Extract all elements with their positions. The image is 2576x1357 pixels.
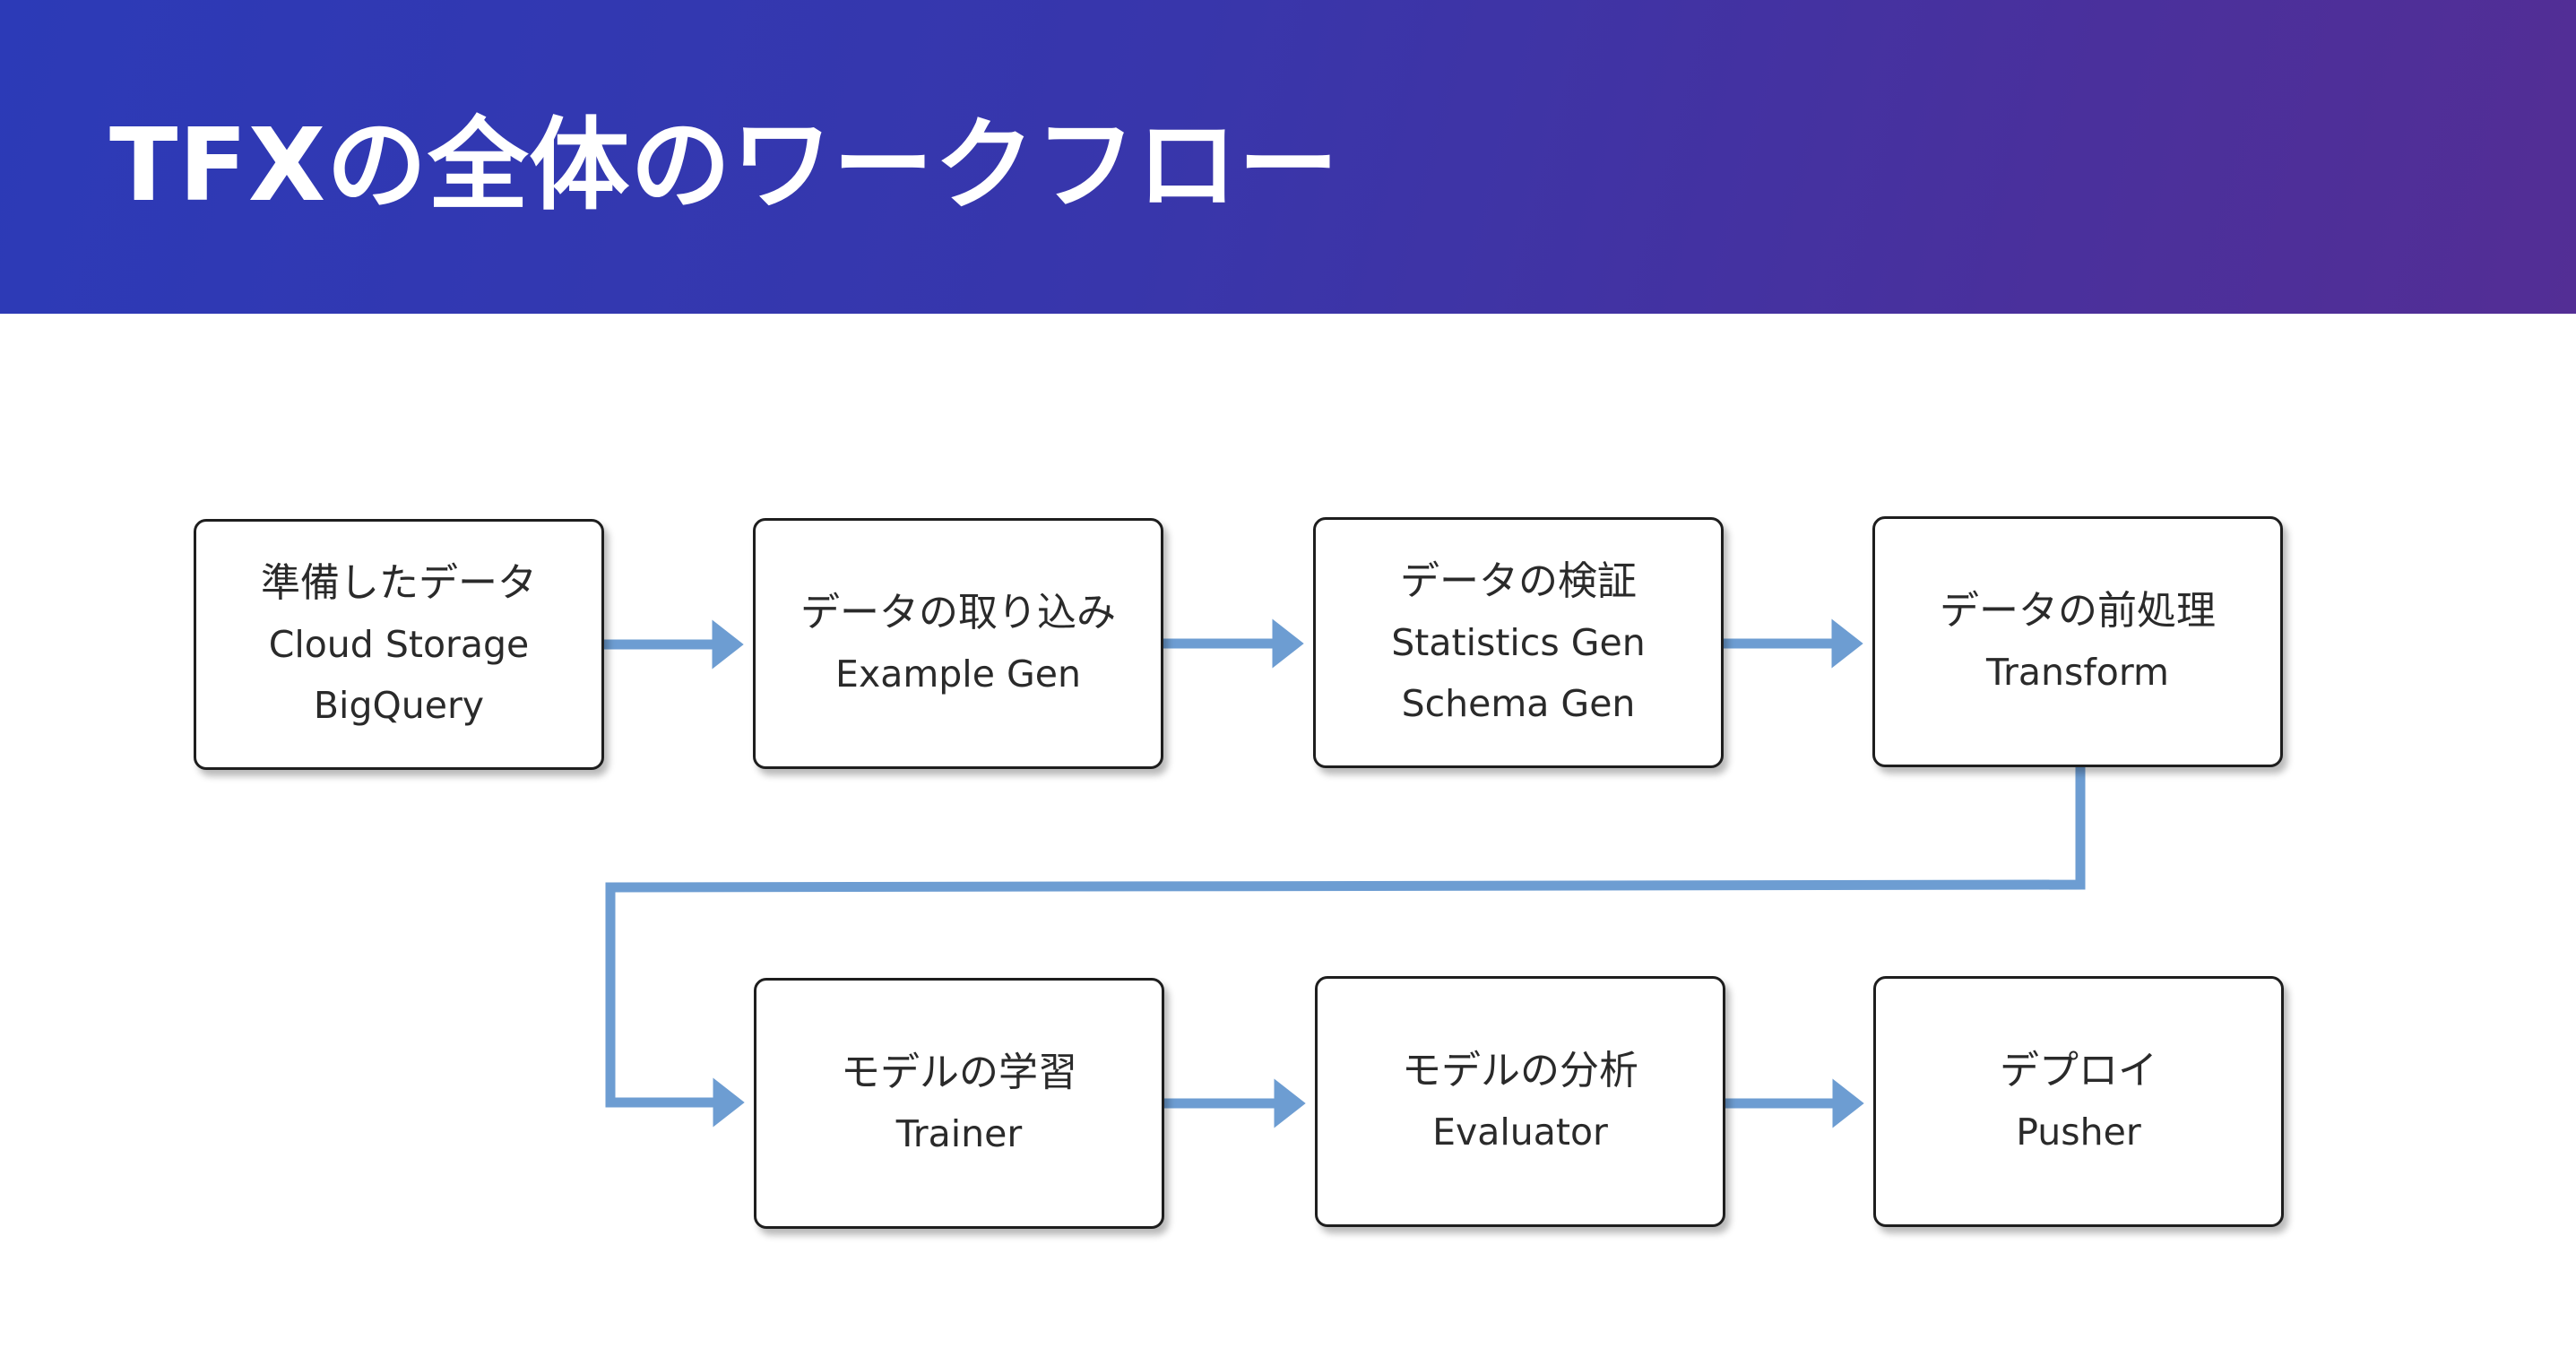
arrow-step4-to-step5 (605, 767, 2086, 1128)
step-component: BigQuery (313, 684, 485, 727)
title-banner: TFXの全体のワークフロー (0, 0, 2576, 314)
step-data-validation: データの検証 Statistics Gen Schema Gen (1313, 517, 1724, 768)
slide-title: TFXの全体のワークフロー (109, 108, 1340, 224)
step-title: データの前処理 (1940, 588, 2216, 634)
step-prepared-data: 準備したデータ Cloud Storage BigQuery (194, 519, 604, 770)
step-component: Transform (1986, 651, 2169, 694)
step-component: Statistics Gen (1391, 621, 1646, 664)
step-data-preprocessing: データの前処理 Transform (1872, 516, 2283, 767)
step-title: デプロイ (2000, 1048, 2157, 1093)
step-component: Evaluator (1432, 1111, 1608, 1154)
step-component: Pusher (2016, 1111, 2141, 1154)
step-model-analysis: モデルの分析 Evaluator (1315, 976, 1725, 1227)
step-component: Schema Gen (1401, 682, 1636, 725)
step-title: 準備したデータ (261, 560, 537, 606)
step-title: モデルの分析 (1402, 1048, 1638, 1093)
step-component: Example Gen (835, 653, 1081, 696)
step-title: データの取り込み (800, 590, 1116, 635)
step-model-training: モデルの学習 Trainer (754, 978, 1164, 1229)
step-component: Cloud Storage (268, 623, 530, 666)
step-title: モデルの学習 (841, 1050, 1077, 1095)
step-title: データの検証 (1400, 558, 1637, 604)
step-deploy: デプロイ Pusher (1873, 976, 2284, 1227)
step-data-ingestion: データの取り込み Example Gen (753, 518, 1163, 769)
step-component: Trainer (895, 1112, 1023, 1155)
